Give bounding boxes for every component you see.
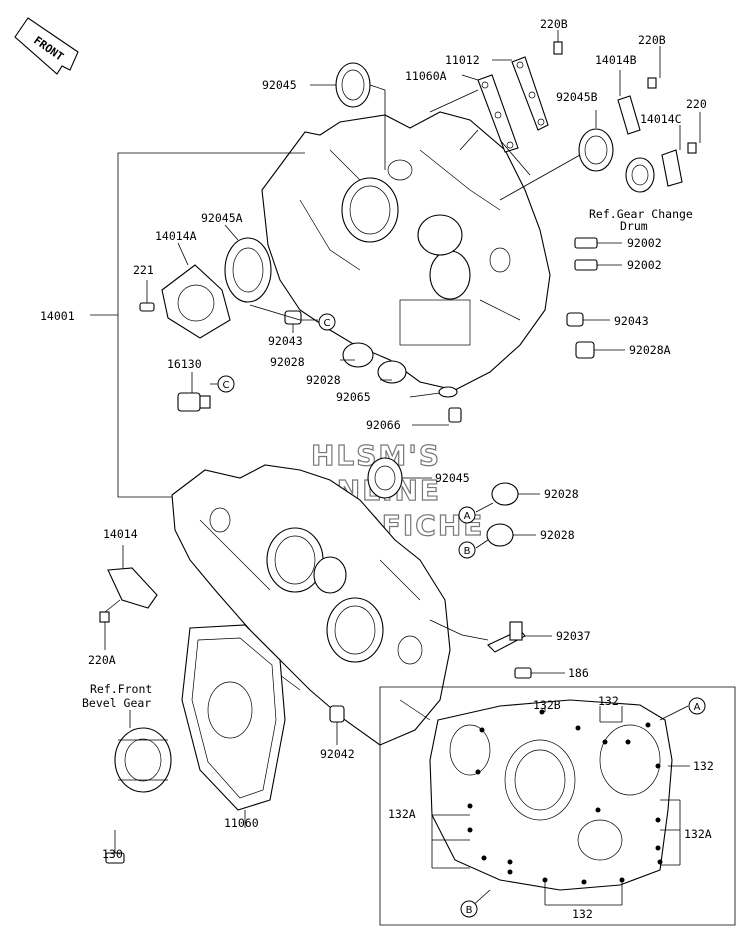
callout-c-upper: C <box>318 313 336 331</box>
callout-b-inset: B <box>460 900 478 918</box>
plug-92028-d <box>486 523 514 547</box>
bearing-92045B <box>499 110 614 201</box>
label-11012: 11012 <box>445 53 480 67</box>
plug-92028-c <box>491 482 519 506</box>
label-92037: 92037 <box>556 629 591 643</box>
label-92002-a: 92002 <box>627 236 662 250</box>
plate-14014 <box>107 567 158 609</box>
callout-b-inset-text: B <box>466 905 473 916</box>
label-132A-left: 132A <box>388 807 416 821</box>
bevel-gear <box>114 727 172 793</box>
label-14014: 14014 <box>103 527 138 541</box>
bolt-220A <box>99 611 110 623</box>
front-arrow: FRONT <box>14 17 79 75</box>
bearing-92045-mid <box>367 457 403 499</box>
label-92066: 92066 <box>366 418 401 432</box>
label-220B-right: 220B <box>638 33 666 47</box>
gasket-11060 <box>181 624 286 811</box>
label-92043-left: 92043 <box>268 334 303 348</box>
plate-11060A <box>477 74 519 153</box>
label-14014A: 14014A <box>155 229 197 243</box>
stud-92002-b <box>574 259 598 271</box>
label-92045-top: 92045 <box>262 78 297 92</box>
label-92042: 92042 <box>320 747 355 761</box>
label-186: 186 <box>568 666 589 680</box>
callout-a-mid: A <box>458 506 476 524</box>
bolt-220 <box>687 142 697 154</box>
label-92028-b: 92028 <box>306 373 341 387</box>
label-11060: 11060 <box>224 816 259 830</box>
part-labels: 220B 11012 11060A 92045 220B 14014B 9204… <box>40 17 714 921</box>
label-ref-front-bevel-2: Bevel Gear <box>82 696 151 710</box>
label-11060A: 11060A <box>405 69 447 83</box>
upper-crankcase-half <box>261 111 551 391</box>
label-220: 220 <box>686 97 707 111</box>
label-14014C: 14014C <box>640 112 682 126</box>
label-92043-right: 92043 <box>614 314 649 328</box>
label-ref-gear-change-1: Ref.Gear Change <box>589 207 693 221</box>
plate-14014A <box>161 264 231 339</box>
label-92065: 92065 <box>336 390 371 404</box>
lower-crankcase-half <box>171 464 451 746</box>
label-132B: 132B <box>533 698 561 712</box>
label-220B-top: 220B <box>540 17 568 31</box>
bolt-221 <box>139 302 155 312</box>
plate-11012 <box>511 56 549 131</box>
dowel-92042 <box>329 705 345 723</box>
label-92028-d: 92028 <box>540 528 575 542</box>
inset-bolt-dots <box>467 709 663 885</box>
label-221: 221 <box>133 263 154 277</box>
plug-92028-b <box>377 360 407 384</box>
plug-92028A <box>575 341 595 359</box>
label-92045A: 92045A <box>201 211 243 225</box>
bearing-92045A <box>224 237 272 303</box>
dowel-92043-right <box>566 312 584 327</box>
label-ref-front-bevel-1: Ref.Front <box>90 682 152 696</box>
label-132A-right: 132A <box>684 827 712 841</box>
label-132-right: 132 <box>693 759 714 773</box>
label-132-bottom: 132 <box>572 907 593 921</box>
bearing-92045-top <box>310 62 386 170</box>
label-92045-mid: 92045 <box>435 471 470 485</box>
callout-b-mid-text: B <box>464 546 471 557</box>
callout-c-lower-text: C <box>223 380 230 391</box>
plate-14014C <box>661 149 683 187</box>
label-92028-c: 92028 <box>544 487 579 501</box>
label-ref-gear-change-2: Drum <box>620 219 648 233</box>
bolt-220B-right <box>647 77 657 89</box>
bolt-186 <box>514 667 532 679</box>
label-14001: 14001 <box>40 309 75 323</box>
bolt-220B-top <box>553 30 563 55</box>
label-130: 130 <box>102 847 123 861</box>
callout-a-mid-text: A <box>464 511 471 522</box>
label-92045B: 92045B <box>556 90 598 104</box>
label-92028A: 92028A <box>629 343 671 357</box>
callout-c-upper-text: C <box>324 318 331 329</box>
sensor-16130 <box>177 392 211 412</box>
label-14014B: 14014B <box>595 53 637 67</box>
label-92028-a: 92028 <box>270 355 305 369</box>
washer-92065 <box>438 386 458 398</box>
label-92002-b: 92002 <box>627 258 662 272</box>
callout-a-inset: A <box>688 697 706 715</box>
callout-c-lower: C <box>217 375 235 393</box>
callout-b-mid: B <box>458 541 476 559</box>
callout-a-inset-text: A <box>694 702 701 713</box>
bolt-92066 <box>448 407 462 423</box>
plug-92028-a <box>342 342 374 368</box>
inset-bolt-layout <box>379 686 736 926</box>
bracket-92037 <box>487 621 526 653</box>
stud-92002-a <box>574 237 598 249</box>
bearing-gear-change-drum <box>625 157 655 193</box>
label-132-top: 132 <box>598 694 619 708</box>
label-220A: 220A <box>88 653 116 667</box>
plate-14014B <box>617 95 641 135</box>
label-16130: 16130 <box>167 357 202 371</box>
